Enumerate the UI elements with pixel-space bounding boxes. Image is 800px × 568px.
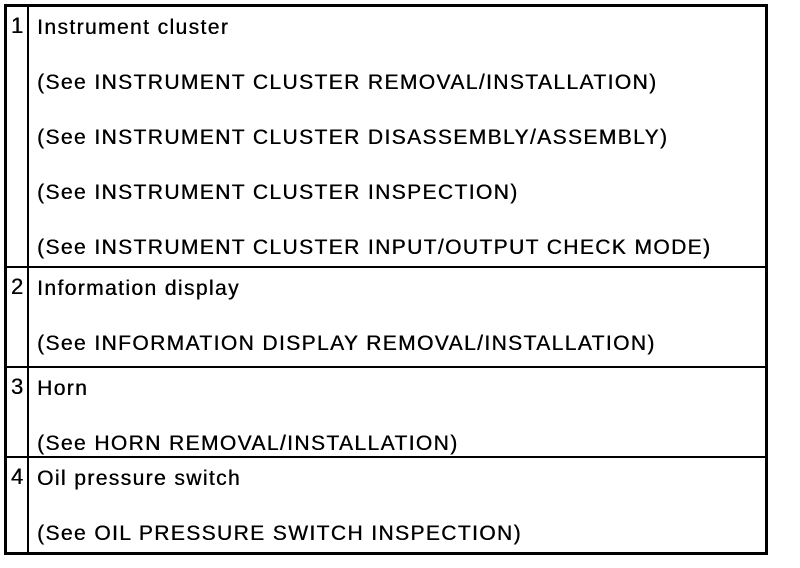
see-reference: (See INSTRUMENT CLUSTER REMOVAL/INSTALLA… [37,71,658,94]
table-row: 4 Oil pressure switch (See OIL PRESSURE … [7,458,765,552]
table-row: 3 Horn (See HORN REMOVAL/INSTALLATION) [7,368,765,458]
part-name: Oil pressure switch [37,467,241,490]
row-number-cell: 1 [7,7,29,266]
row-number: 1 [10,13,24,38]
parts-reference-table: 1 Instrument cluster (See INSTRUMENT CLU… [4,4,768,555]
see-reference: (See HORN REMOVAL/INSTALLATION) [37,432,459,455]
row-content: Oil pressure switch (See OIL PRESSURE SW… [29,458,765,552]
row-number: 4 [10,464,24,489]
row-number-cell: 4 [7,458,29,552]
table-row: 1 Instrument cluster (See INSTRUMENT CLU… [7,7,765,268]
row-number: 3 [10,374,24,399]
row-number-cell: 3 [7,368,29,456]
part-name: Information display [37,277,240,300]
row-content: Instrument cluster (See INSTRUMENT CLUST… [29,7,765,266]
see-reference: (See OIL PRESSURE SWITCH INSPECTION) [37,522,522,545]
row-number: 2 [10,274,24,299]
row-content: Information display (See INFORMATION DIS… [29,268,765,366]
row-content: Horn (See HORN REMOVAL/INSTALLATION) [29,368,765,456]
see-reference: (See INFORMATION DISPLAY REMOVAL/INSTALL… [37,332,656,355]
part-name: Horn [37,377,89,400]
part-name: Instrument cluster [37,16,230,39]
see-reference: (See INSTRUMENT CLUSTER DISASSEMBLY/ASSE… [37,126,669,149]
table-row: 2 Information display (See INFORMATION D… [7,268,765,368]
row-number-cell: 2 [7,268,29,366]
see-reference: (See INSTRUMENT CLUSTER INPUT/OUTPUT CHE… [37,236,712,259]
see-reference: (See INSTRUMENT CLUSTER INSPECTION) [37,181,519,204]
